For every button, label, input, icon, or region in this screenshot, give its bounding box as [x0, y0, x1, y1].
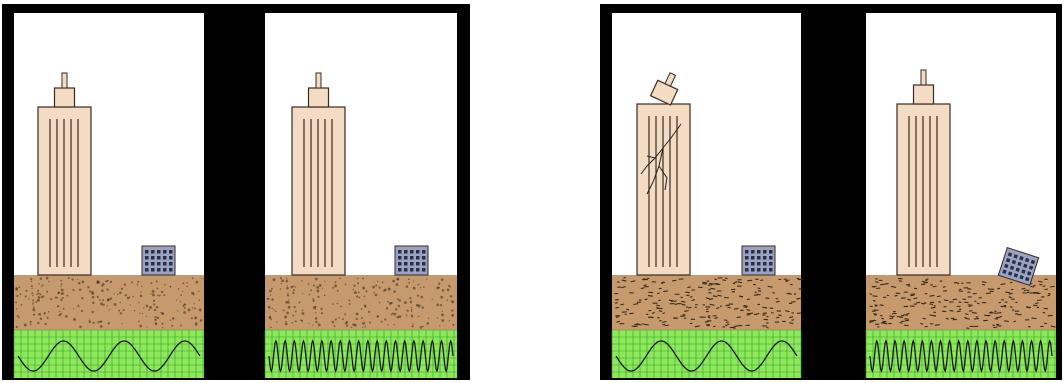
panel-1-seismograph [14, 330, 204, 378]
panel-1 [14, 13, 204, 378]
panel-4-seismograph [866, 330, 1056, 378]
panel-4 [866, 13, 1056, 378]
panel-2-small-building [395, 246, 428, 275]
panel-1-soil [14, 275, 204, 330]
panel-2 [265, 13, 457, 378]
panel-3-seismograph [612, 330, 801, 378]
group-left-frame [2, 4, 470, 380]
panel-3-soil [612, 275, 802, 330]
panel-2-seismograph [265, 330, 457, 378]
panel-3-small-building [742, 246, 775, 275]
panel-3 [612, 13, 802, 378]
panel-1-small-building [142, 246, 175, 275]
panel-2-soil [265, 275, 457, 330]
panel-4-sky [866, 13, 1056, 275]
group-right-frame [600, 4, 1062, 380]
